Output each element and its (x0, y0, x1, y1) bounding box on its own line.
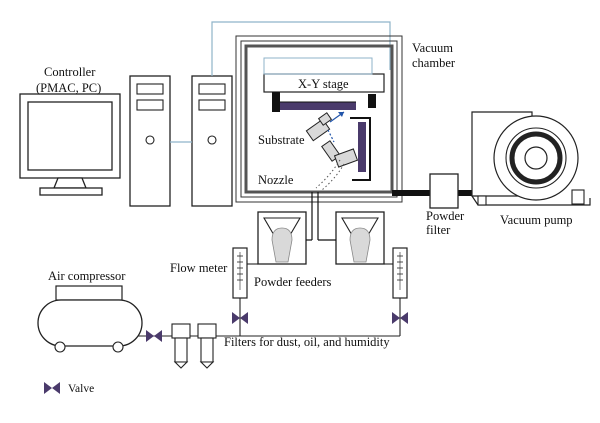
label-air-compressor: Air compressor (48, 269, 126, 283)
valve-right (392, 312, 408, 324)
label-substrate: Substrate (258, 133, 305, 147)
vacuum-chamber (235, 35, 403, 203)
flow-meter-right (392, 247, 408, 299)
label-valve-legend: Valve (68, 383, 94, 395)
label-vacuum-chamber-2: chamber (412, 56, 456, 70)
xy-stage (263, 57, 385, 112)
label-vacuum-pump: Vacuum pump (500, 213, 573, 227)
controller-monitor (19, 93, 121, 196)
air-compressor (37, 285, 143, 353)
filter-1 (171, 323, 191, 369)
substrate-holder (350, 117, 371, 181)
label-powder-filter-2: filter (426, 223, 451, 237)
powder-feeder-1 (257, 211, 307, 265)
powder-spray (315, 159, 345, 191)
valve-legend-icon (44, 382, 60, 394)
controller-tower-1 (129, 75, 171, 207)
valve-main (146, 330, 162, 342)
label-controller-2: (PMAC, PC) (36, 81, 101, 95)
label-filters: Filters for dust, oil, and humidity (224, 335, 390, 349)
label-xy-stage: X-Y stage (298, 77, 349, 91)
powder-filter (429, 173, 459, 209)
flow-meter-left (232, 247, 248, 299)
valve-left (232, 312, 248, 324)
label-powder-filter-1: Powder (426, 209, 465, 223)
label-vacuum-chamber-1: Vacuum (412, 41, 453, 55)
filter-2 (197, 323, 217, 369)
label-powder-feeders: Powder feeders (254, 275, 332, 289)
controller-tower-2 (191, 75, 233, 207)
nozzle-gun (305, 111, 359, 168)
label-nozzle: Nozzle (258, 173, 294, 187)
vacuum-pipe (392, 190, 480, 196)
label-flow-meter: Flow meter (170, 261, 228, 275)
label-controller-1: Controller (44, 65, 96, 79)
powder-feeder-2 (335, 211, 385, 265)
vacuum-pump (471, 111, 591, 206)
powder-line (311, 192, 319, 240)
